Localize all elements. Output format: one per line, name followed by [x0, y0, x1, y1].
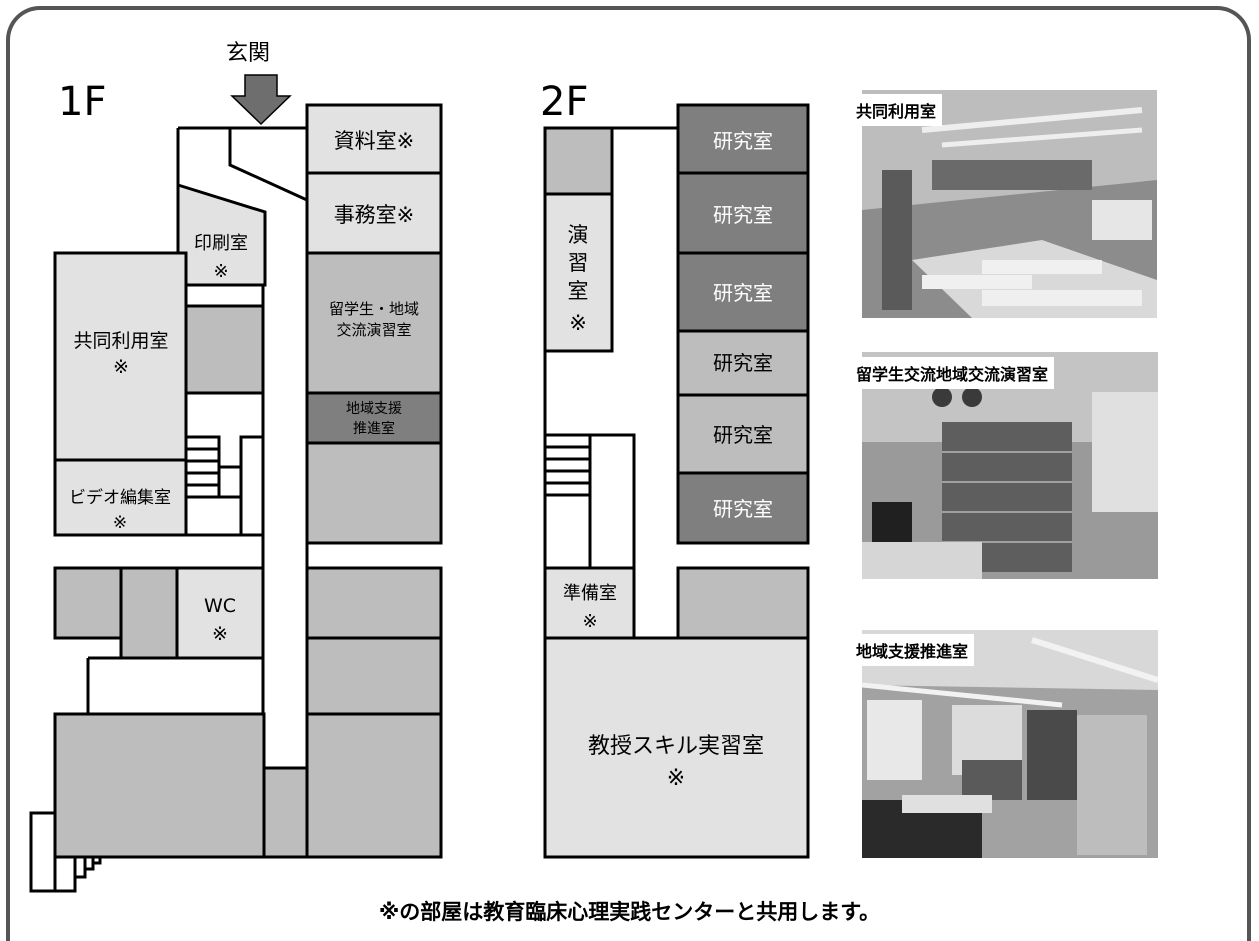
entrance-arrow [230, 74, 292, 126]
label-kenkyu-1: 研究室 [713, 129, 773, 153]
label-shiryo: 資料室※ [334, 129, 415, 153]
label-kyodo-1: 共同利用室 [73, 330, 168, 352]
room-1f-left-a [53, 566, 123, 640]
label-wc-1: WC [204, 595, 236, 617]
label-chiiki-1: 地域支援 [346, 401, 402, 417]
label-ryugaku-1: 留学生・地域 [329, 300, 419, 318]
room-kyodo [53, 251, 188, 462]
room-jimu [305, 171, 443, 255]
label-insatsu-2: ※ [213, 261, 228, 282]
room-kenkyu-2 [676, 171, 810, 255]
label-skill-2: ※ [667, 766, 685, 791]
label-enshu-4: ※ [569, 311, 587, 335]
label-insatsu-1: 印刷室 [194, 233, 248, 254]
label-video-1: ビデオ編集室 [69, 487, 171, 508]
photo-label-kyodo: 共同利用室 [856, 94, 943, 126]
photo-chiiki-image [862, 630, 1158, 858]
photo-label-chiiki: 地域支援推進室 [856, 634, 975, 666]
photo-chiiki [862, 630, 1158, 858]
label-kenkyu-5: 研究室 [713, 423, 773, 447]
room-1f-bottom-left [53, 712, 266, 859]
room-kenkyu-1 [676, 103, 810, 175]
floor2-label: 2F [540, 79, 588, 125]
room-1f-small [184, 304, 265, 395]
label-ryugaku-2: 交流演習室 [336, 321, 411, 339]
room-enshu [543, 192, 614, 353]
room-2f-top-small [543, 126, 614, 196]
label-enshu-2: 習 [568, 251, 589, 275]
label-kenkyu-2: 研究室 [713, 203, 773, 227]
room-2f-mid [676, 566, 810, 640]
room-video [53, 458, 188, 537]
label-enshu-3: 室 [568, 279, 589, 303]
room-ryugaku [305, 251, 443, 395]
outer-stairs [29, 811, 102, 893]
label-video-2: ※ [113, 513, 127, 533]
label-jimu: 事務室※ [334, 203, 415, 227]
room-1f-right-3 [305, 636, 443, 716]
label-kenkyu-4: 研究室 [713, 351, 773, 375]
entrance-label: 玄関 [226, 41, 270, 66]
label-chiiki-2: 推進室 [353, 420, 395, 437]
footnote: ※の部屋は教育臨床心理実践センターと共用します。 [378, 900, 881, 924]
room-1f-right-4 [305, 712, 443, 859]
label-enshu-1: 演 [568, 223, 589, 247]
room-1f-bottom-mid [262, 766, 309, 859]
stairs-1f [184, 435, 265, 537]
room-1f-right-1 [305, 441, 443, 545]
label-junbi-2: ※ [582, 611, 597, 632]
floor1-labels: 資料室※ 事務室※ 印刷室 ※ 共同利用室 ※ 留学生・地域 交流演習室 地域支… [69, 129, 419, 645]
room-1f-right-2 [305, 566, 443, 640]
room-wc [175, 566, 265, 660]
room-kenkyu-6 [676, 471, 810, 545]
room-1f-left-b [119, 566, 179, 660]
room-chiiki [305, 391, 443, 445]
floor2-labels: 研究室 研究室 研究室 研究室 研究室 研究室 演 習 室 ※ 準備室 ※ 教授… [563, 129, 773, 791]
stairs-2f [543, 433, 636, 570]
label-kyodo-2: ※ [113, 356, 129, 378]
page-frame [6, 6, 1251, 941]
label-kenkyu-6: 研究室 [713, 497, 773, 521]
label-kenkyu-3: 研究室 [713, 281, 773, 305]
room-skill [543, 636, 810, 859]
label-junbi-1: 準備室 [563, 583, 617, 604]
floor1-label: 1F [58, 79, 106, 125]
photo-label-ryugaku: 留学生交流地域交流演習室 [856, 357, 1055, 389]
label-wc-2: ※ [212, 623, 228, 645]
label-skill-1: 教授スキル実習室 [588, 734, 764, 759]
